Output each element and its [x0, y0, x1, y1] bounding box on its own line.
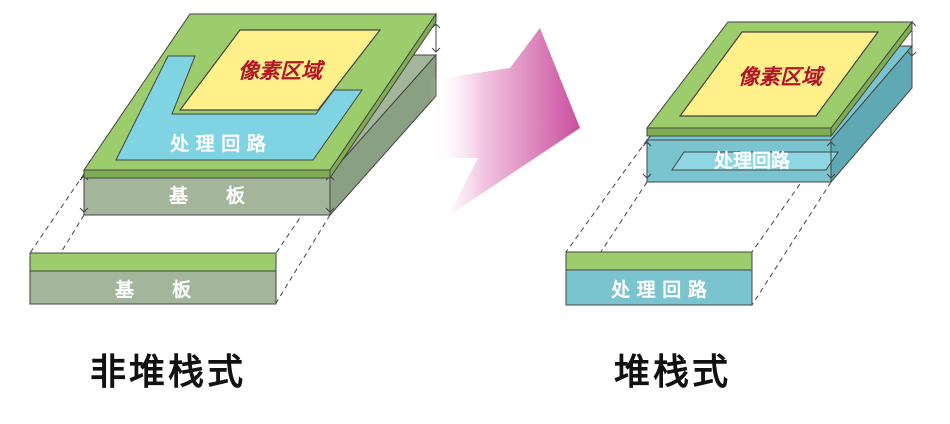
transition-arrow: [430, 28, 580, 216]
left-substrate-bottom-label: 基 板: [114, 278, 192, 301]
right-pixel-area-label: 像素区域: [738, 64, 826, 89]
stacked-diagram: 处理回路 像素区域 处 理 回 路: [565, 20, 917, 306]
right-assembled-bar: 处 理 回 路: [565, 251, 753, 306]
non-stacked-diagram: 基 板 处 理 回 路 像素区域 基 板: [29, 12, 441, 305]
non-stacked-caption: 非堆栈式: [90, 351, 247, 393]
left-substrate-top-label: 基 板: [168, 184, 246, 207]
left-sensor-chip: 处 理 回 路 像素区域: [83, 12, 437, 180]
left-pixel-area-label: 像素区域: [238, 58, 326, 83]
right-sensor-chip: 像素区域: [645, 20, 914, 138]
left-assembled-bar: 基 板: [29, 252, 277, 305]
right-circuit-top-label: 处理回路: [713, 149, 791, 172]
right-circuit-bottom-label: 处 理 回 路: [610, 278, 708, 301]
left-circuit-label: 处 理 回 路: [169, 132, 267, 155]
stacked-caption: 堆栈式: [614, 351, 732, 393]
